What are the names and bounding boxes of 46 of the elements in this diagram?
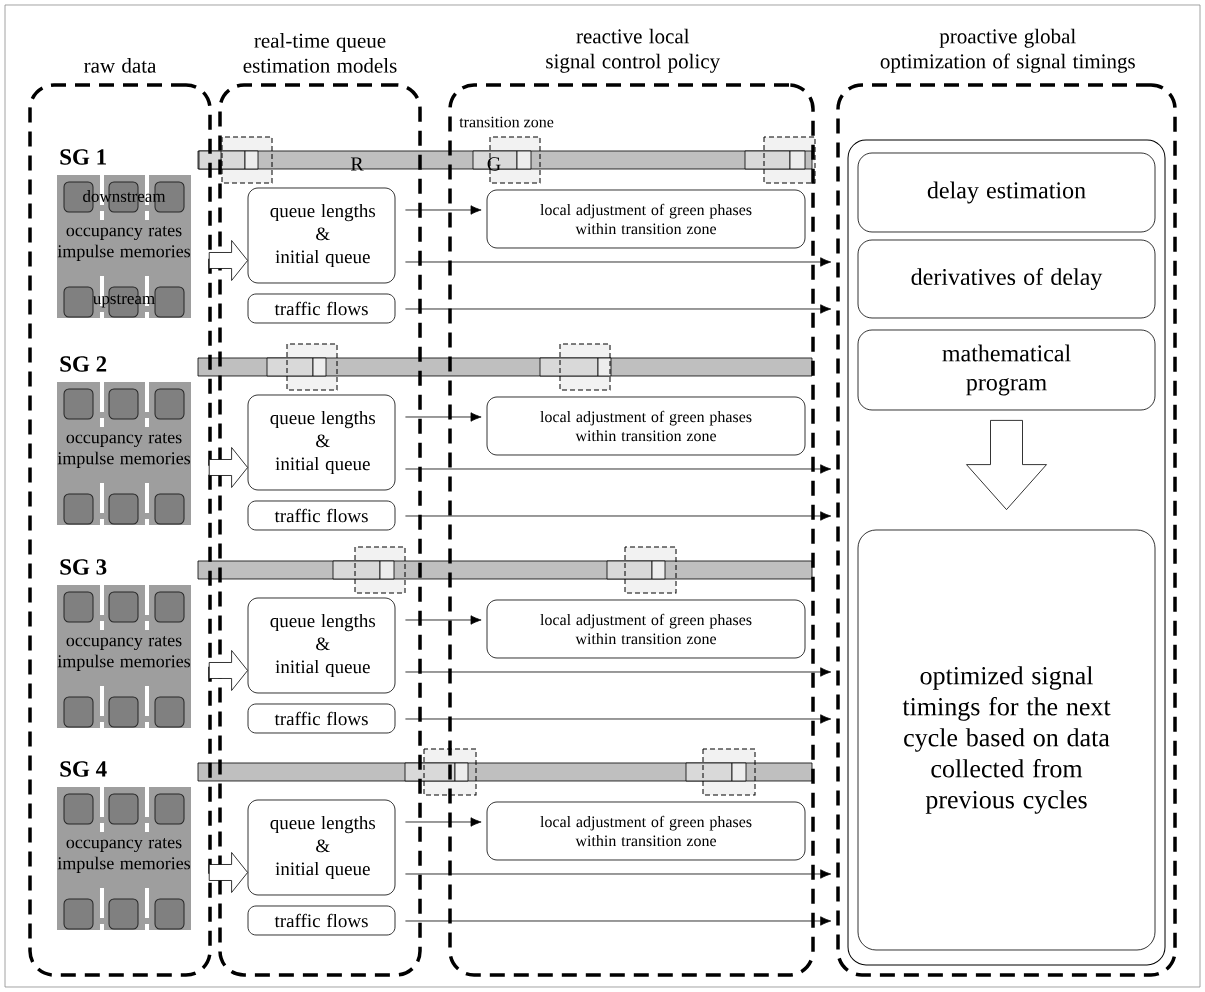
rounded-box: derivatives of delay (857, 239, 1156, 319)
group-label: SG 3 (60, 559, 107, 575)
rounded-box: local adjustment of green phases within transition zone (486, 189, 806, 249)
arrow (405, 464, 832, 474)
zone-label: transition zone (459, 116, 554, 128)
arrow (405, 304, 832, 314)
rounded-box: mathematical program (857, 329, 1156, 411)
arrow (405, 205, 482, 215)
group-label: SG 2 (60, 356, 107, 372)
rounded-box: optimized signal timings for the next cycle based on data collected from previous cycles (857, 529, 1156, 951)
arrow (405, 916, 832, 926)
node-label: raw data (84, 58, 157, 73)
arrow (405, 667, 832, 677)
block-arrow (208, 240, 248, 281)
rounded-box: traffic flows (247, 703, 396, 734)
node-label: real-time queue estimation models (243, 33, 397, 73)
rounded-box: traffic flows (247, 293, 396, 324)
rounded-box: local adjustment of green phases within transition zone (486, 599, 806, 659)
block-arrow (966, 420, 1047, 510)
block-arrow (208, 852, 248, 893)
rounded-box: delay estimation (857, 152, 1156, 233)
arrow (405, 714, 832, 724)
arrow (405, 511, 832, 521)
group-label: SG 4 (60, 761, 107, 777)
phase-letter: G (487, 157, 501, 171)
arrow (405, 817, 482, 827)
rounded-box: queue lengths & initial queue (247, 597, 396, 694)
rounded-box: queue lengths & initial queue (247, 394, 396, 491)
detector-grid: occupancy rates impulse memories (57, 787, 191, 930)
rounded-box: local adjustment of green phases within transition zone (486, 396, 806, 456)
rounded-frame (847, 139, 1166, 966)
rounded-box: queue lengths & initial queue (247, 799, 396, 896)
node-label: proactive global optimization of signal timings (880, 28, 1135, 73)
detector-grid: occupancy rates impulse memories (57, 585, 191, 728)
detector-grid: occupancy rates impulse memories (57, 382, 191, 525)
arrow (405, 412, 482, 422)
rounded-box: traffic flows (247, 500, 396, 531)
rounded-box: queue lengths & initial queue (247, 187, 396, 284)
arrow (405, 869, 832, 879)
block-arrow (208, 650, 248, 691)
arrow (405, 257, 832, 267)
rounded-box: traffic flows (247, 905, 396, 936)
rounded-box: local adjustment of green phases within transition zone (486, 801, 806, 861)
node-label: reactive local signal control policy (546, 28, 721, 73)
arrow (405, 615, 482, 625)
block-arrow (208, 447, 248, 488)
